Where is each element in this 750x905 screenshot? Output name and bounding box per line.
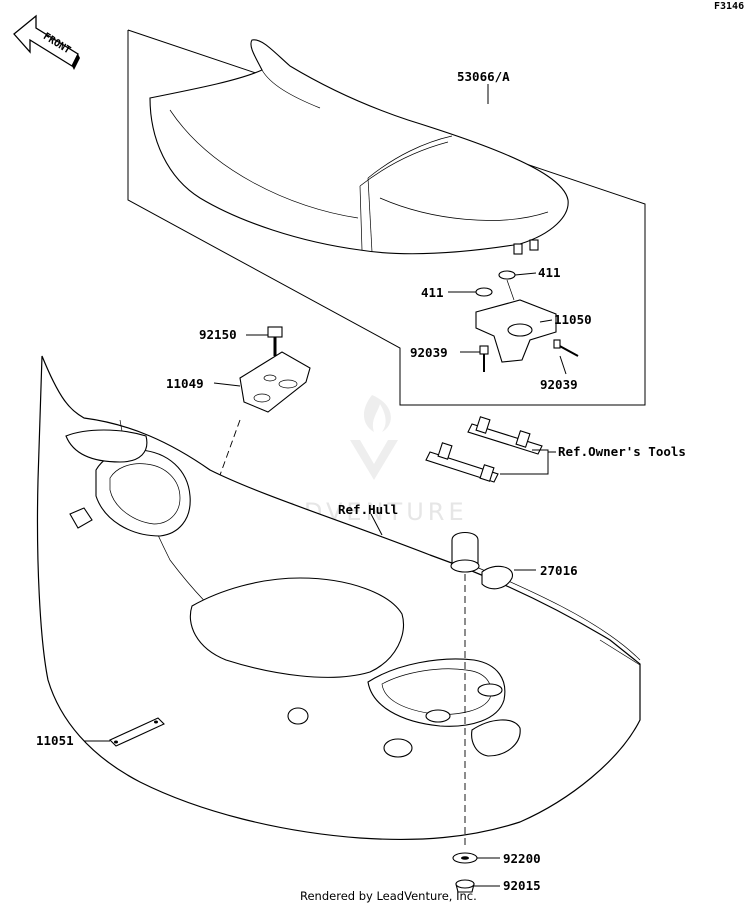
label-bolt: 92150 [199, 327, 237, 342]
seat-illustration [149, 39, 569, 255]
label-plate: 11049 [166, 376, 204, 391]
label-pin-right: 92039 [540, 377, 578, 392]
label-seat: 53066/A [457, 69, 510, 84]
label-knob: 27016 [540, 563, 578, 578]
front-arrow-icon: FRONT [13, 14, 80, 70]
pin-right [553, 339, 579, 357]
footer-credit: Rendered by LeadVenture, Inc. [300, 889, 477, 903]
bolt [267, 326, 283, 356]
label-bracket: 11050 [554, 312, 592, 327]
washer [452, 852, 478, 864]
strap-plate [109, 717, 165, 747]
label-washer: 92200 [503, 851, 541, 866]
label-nut: 92015 [503, 878, 541, 893]
spacer-right [498, 270, 516, 280]
label-spacer-left: 411 [421, 285, 444, 300]
spacer-left [475, 287, 493, 297]
label-pin-left: 92039 [410, 345, 448, 360]
seat-inset-box [127, 29, 646, 406]
pin-left [479, 345, 489, 372]
seat-latch-parts [475, 270, 579, 372]
nut [455, 879, 475, 893]
tool-straps [425, 416, 556, 483]
leader-lines [84, 84, 567, 887]
figure-code: F3146 [714, 1, 744, 12]
label-strap-plate: 11051 [36, 733, 74, 748]
knob [450, 531, 513, 846]
hull-illustration [36, 355, 641, 841]
mount-plate [239, 351, 311, 413]
label-tools-ref: Ref.Owner's Tools [558, 444, 686, 459]
label-spacer-right: 411 [538, 265, 561, 280]
label-hull-ref: Ref.Hull [338, 502, 398, 517]
